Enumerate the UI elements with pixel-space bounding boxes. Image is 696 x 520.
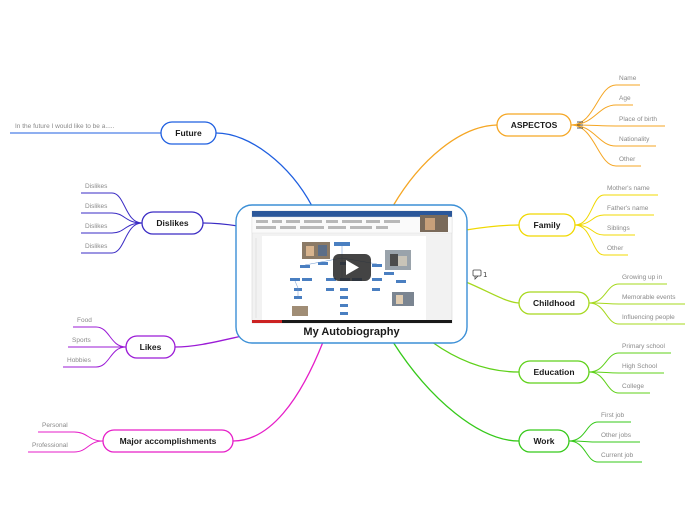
branch-node-work[interactable]: Work [518,429,570,453]
branch-label: Likes [140,342,162,352]
leaf-label[interactable]: Siblings [607,225,631,232]
leaves-education: Primary school High School College [622,343,666,390]
leaf-connectors [10,84,685,463]
leaf-label[interactable]: Other [619,156,636,163]
leaf-label[interactable]: Dislikes [85,243,108,250]
comment-count: 1 [483,271,487,279]
leaves-major-accomplishments: Personal Professional [32,422,68,449]
video-thumbnail[interactable] [251,210,453,324]
branch-label: Future [175,128,202,138]
leaf-label[interactable]: Professional [32,442,68,449]
leaf-label[interactable]: First job [601,412,625,419]
branch-label: Education [533,367,574,377]
branch-label: ASPECTOS [511,120,558,130]
branch-node-family[interactable]: Family [518,213,576,237]
branch-label: Work [533,436,554,446]
branch-label: Family [534,220,561,230]
leaf-label[interactable]: Other jobs [601,432,632,439]
leaf-label[interactable]: Dislikes [85,183,108,190]
leaf-label[interactable]: Sports [72,337,92,344]
leaf-label[interactable]: High School [622,363,658,370]
leaf-label[interactable]: Hobbies [67,357,92,364]
leaf-label[interactable]: Memorable events [622,294,676,301]
leaf-label[interactable]: Age [619,95,631,102]
leaf-label[interactable]: Current job [601,452,634,459]
connector-work [392,341,520,442]
comment-badge[interactable]: 1 [472,269,487,280]
branch-label: Childhood [533,298,575,308]
leaf-label[interactable]: Food [77,317,92,324]
central-title: My Autobiography [303,326,400,338]
leaves-dislikes: Dislikes Dislikes Dislikes Dislikes [85,183,108,250]
connector-education [431,341,520,373]
leaf-label[interactable]: Place of birth [619,116,657,123]
leaves-likes: Food Sports Hobbies [67,317,92,364]
leaf-label[interactable]: Nationality [619,136,650,143]
branch-label: Dislikes [156,218,188,228]
leaf-label[interactable]: Dislikes [85,223,108,230]
leaf-label[interactable]: Personal [42,422,68,429]
connector-likes [174,335,243,348]
leaves-future: In the future I would like to be a..... [15,123,115,130]
branch-node-dislikes[interactable]: Dislikes [141,211,204,235]
leaf-label[interactable]: Dislikes [85,203,108,210]
leaf-label[interactable]: Primary school [622,343,666,350]
leaf-label[interactable]: In the future I would like to be a..... [15,123,115,130]
branch-node-future[interactable]: Future [160,121,217,145]
play-icon[interactable] [333,254,371,281]
connector-major [232,341,324,442]
branch-node-aspectos[interactable]: ASPECTOS [496,113,572,137]
connector-family [465,224,520,231]
leaves-work: First job Other jobs Current job [601,412,634,459]
comment-icon [472,269,482,280]
branch-node-education[interactable]: Education [518,360,590,384]
note-icon[interactable] [577,121,583,129]
leaf-label[interactable]: College [622,383,644,390]
leaf-label[interactable]: Growing up in [622,274,662,281]
leaves-family: Mother's name Father's name Siblings Oth… [607,185,650,252]
leaf-label[interactable]: Mother's name [607,185,650,192]
leaf-label[interactable]: Father's name [607,205,649,212]
leaves-childhood: Growing up in Memorable events Influenci… [622,274,676,321]
branch-node-likes[interactable]: Likes [125,335,176,359]
leaf-label[interactable]: Other [607,245,624,252]
branch-node-childhood[interactable]: Childhood [518,291,590,315]
connector-childhood [465,281,520,304]
connector-aspectos [392,124,498,207]
branch-node-major-accomplishments[interactable]: Major accomplishments [102,429,234,453]
branch-label: Major accomplishments [120,436,217,446]
branch-connectors [174,124,520,442]
leaf-label[interactable]: Influencing people [622,314,675,321]
connector-future [215,132,313,207]
central-node[interactable]: My Autobiography [235,204,468,344]
leaf-label[interactable]: Name [619,75,637,82]
connector-dislikes [202,222,239,227]
leaves-aspectos: Name Age Place of birth Nationality Othe… [619,75,657,163]
